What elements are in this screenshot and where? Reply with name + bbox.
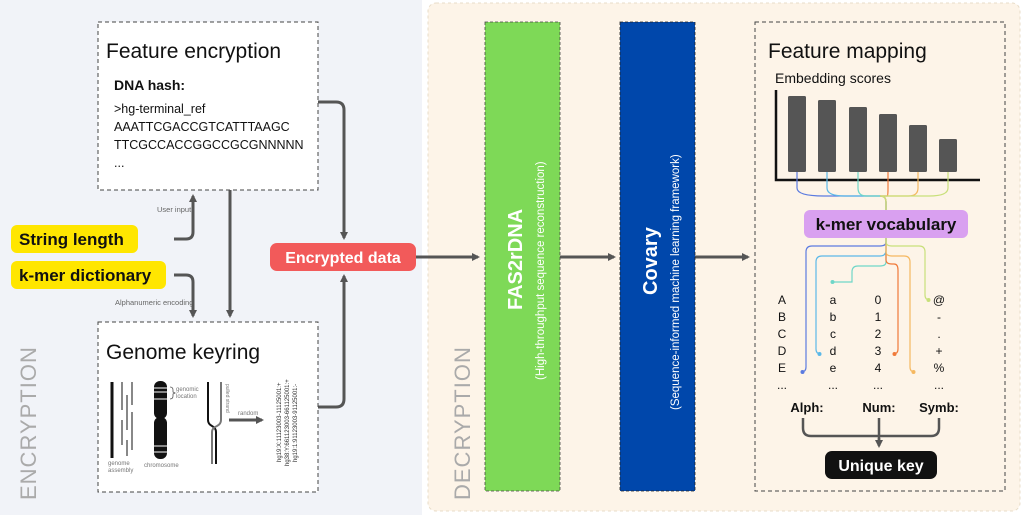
genome-assembly-label: assembly	[108, 468, 133, 474]
vocab-line	[885, 238, 931, 302]
unique-key-label: Unique key	[838, 458, 923, 475]
vocab-char: ...	[828, 378, 838, 392]
vocab-char: ...	[777, 378, 787, 392]
vocab-line	[885, 238, 899, 356]
unique-key-badge	[825, 451, 937, 479]
embedding-bar	[788, 96, 806, 172]
vocab-line	[885, 238, 916, 374]
embedding-bar	[818, 100, 836, 172]
string-length-badge	[11, 225, 138, 253]
vocab-char: %	[934, 361, 945, 375]
chromosome-icon	[154, 381, 176, 459]
vocab-char: +	[935, 344, 942, 358]
vocab-char: -	[937, 310, 941, 324]
genome-assembly-icon	[110, 382, 133, 458]
mapping-lines	[796, 172, 949, 374]
vocab-char: d	[830, 344, 837, 358]
vocab-char: 2	[875, 327, 882, 341]
covary-block	[619, 21, 696, 492]
vocab-line	[815, 238, 887, 356]
alphanumeric-label: Alphanumeric encoding	[115, 298, 193, 307]
encryption-section-label: ENCRYPTION	[16, 346, 41, 500]
feature-encryption-box: Feature encryption DNA hash: >hg-termina…	[97, 21, 319, 191]
vocab-char: .	[937, 327, 940, 341]
kmer-dictionary-badge	[11, 261, 166, 289]
embedding-bars	[788, 96, 957, 172]
decryption-section-label: DECRYPTION	[450, 346, 475, 500]
embedding-axis	[774, 90, 980, 182]
genomic-location-label: location	[176, 394, 197, 400]
chromosome-label: chromosome	[144, 463, 179, 469]
vocab-char: 4	[875, 361, 882, 375]
string-length-label: String length	[19, 230, 124, 249]
key-string: hg19:1:91123003-91125001:-	[293, 384, 299, 462]
covary-title: Covary	[640, 226, 662, 295]
feature-encryption-title: Feature encryption	[106, 40, 281, 63]
vocab-char: E	[778, 361, 786, 375]
kmer-dictionary-label: k-mer dictionary	[19, 266, 152, 285]
kmer-vocabulary-label: k-mer vocabulary	[816, 215, 957, 234]
vocab-char: a	[830, 293, 837, 307]
fas2rdna-title: FAS2rDNA	[505, 209, 527, 310]
genome-assembly-label: genome	[108, 461, 130, 467]
vocab-char: ...	[873, 378, 883, 392]
key-string: hg19:X:11123003-11125001:+	[277, 382, 283, 462]
feature-mapping-box: Feature mapping Embedding scores k-mer v…	[754, 21, 1006, 492]
hash-line: ...	[114, 156, 124, 170]
encrypted-data-badge	[270, 243, 416, 271]
fas2rdna-block	[484, 21, 561, 492]
vocab-line	[800, 238, 887, 374]
embedding-bar	[909, 125, 927, 172]
embedding-bar	[879, 114, 897, 172]
strand-icon	[207, 382, 222, 464]
genome-keyring-box: Genome keyring genome assembly genomic l…	[97, 321, 319, 493]
group-label-num: Num:	[862, 400, 895, 415]
encrypted-data-label: Encrypted data	[285, 250, 401, 267]
embedding-bar	[939, 139, 957, 172]
vocab-char: 1	[875, 310, 882, 324]
hash-line: AAATTCGACCGTCATTTAAGC	[114, 120, 290, 134]
vocab-char: C	[778, 327, 787, 341]
vocab-char: c	[830, 327, 836, 341]
genome-keyring-title: Genome keyring	[106, 341, 260, 364]
strand-label: pulled strand	[224, 384, 230, 413]
group-label-alph: Alph:	[790, 400, 823, 415]
feature-mapping-title: Feature mapping	[768, 40, 927, 63]
arrows-encryption	[174, 100, 750, 409]
genomic-location-label: genomic	[176, 387, 199, 393]
group-label-symb: Symb:	[919, 400, 959, 415]
vocab-char: ...	[934, 378, 944, 392]
vocab-char: e	[830, 361, 837, 375]
fas2rdna-subtitle: (High-throughput sequence reconstruction…	[535, 161, 547, 380]
vocab-char: A	[778, 293, 786, 307]
user-input-label: User input	[157, 205, 192, 214]
vocab-char: B	[778, 310, 786, 324]
vocab-char: 3	[875, 344, 882, 358]
score-line	[879, 172, 949, 210]
hash-line: >hg-terminal_ref	[114, 102, 206, 116]
vocab-char: b	[830, 310, 837, 324]
kmer-vocabulary-badge	[804, 210, 968, 238]
random-label: random	[238, 411, 258, 417]
embedding-bar	[849, 107, 867, 172]
vocab-line	[830, 238, 887, 284]
embedding-scores-label: Embedding scores	[775, 70, 891, 86]
vocab-char: D	[778, 344, 787, 358]
vocab-char: @	[933, 293, 945, 307]
key-string: hg38:Y:661123003-661125001:+	[285, 379, 291, 466]
vocab-char: 0	[875, 293, 882, 307]
covary-subtitle: (Sequence-informed machine learning fram…	[670, 154, 682, 410]
hash-line: TTCGCCACCGGCCGCGNNNNN	[114, 138, 304, 152]
dna-hash-label: DNA hash:	[114, 77, 185, 93]
